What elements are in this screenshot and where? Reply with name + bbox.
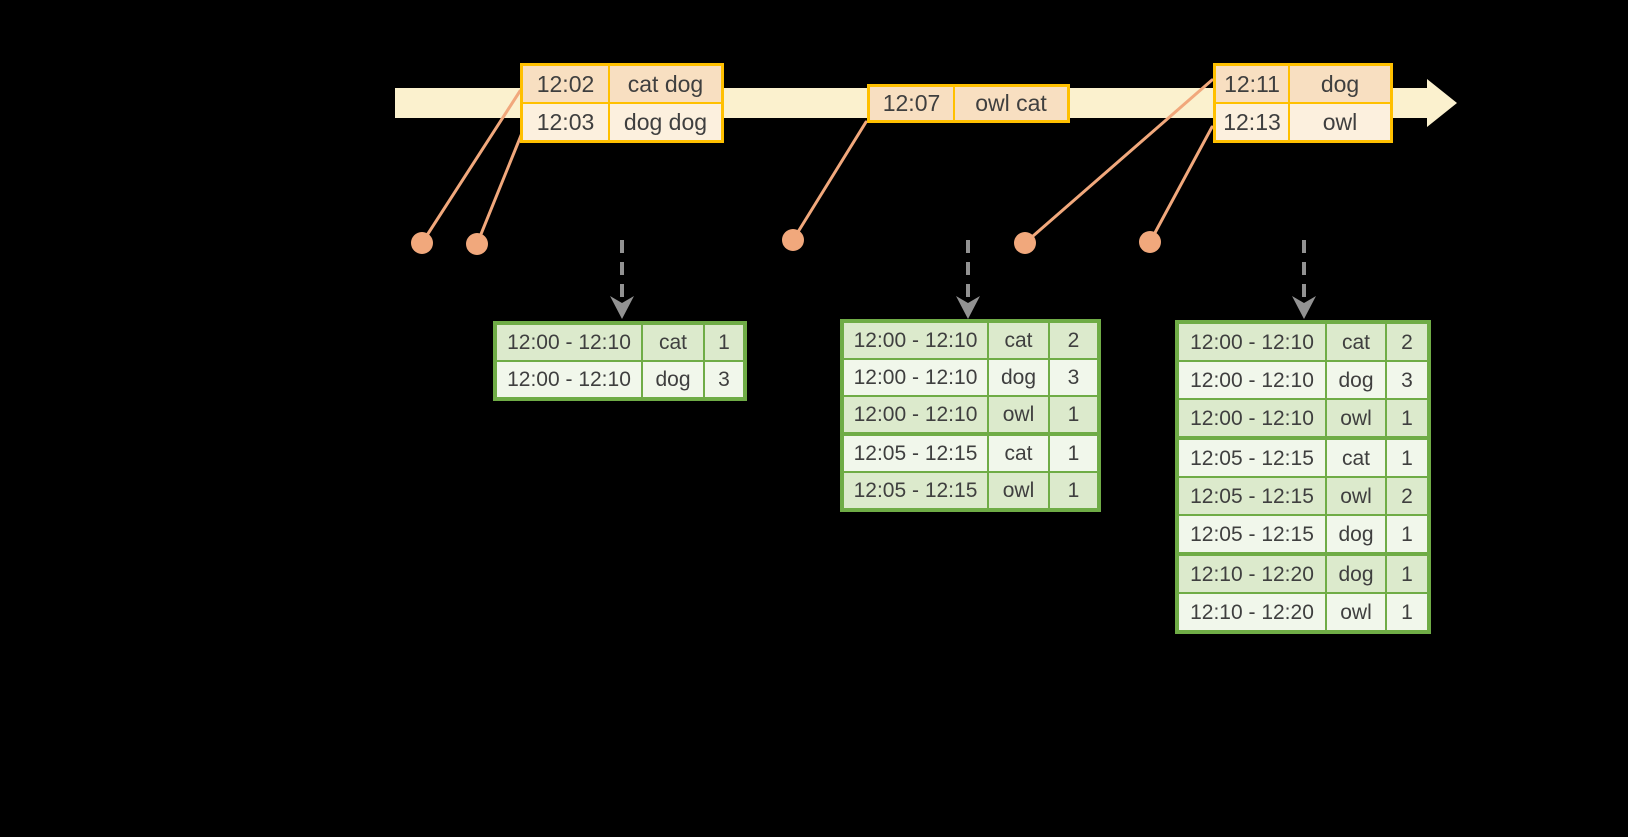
window-cell: 12:05 - 12:15 <box>1179 516 1325 552</box>
event-words-cell: dog <box>1290 66 1390 102</box>
word-cell: dog <box>1327 516 1385 552</box>
result-row: 12:00 - 12:10 owl 1 <box>844 397 1097 432</box>
count-cell: 2 <box>1387 324 1427 360</box>
event-table-2: 12:07 owl cat <box>867 84 1070 123</box>
window-cell: 12:05 - 12:15 <box>1179 478 1325 514</box>
event-connector-line <box>791 120 868 242</box>
trigger-arrowhead-icon <box>1292 296 1316 319</box>
word-cell: dog <box>643 362 703 397</box>
event-words-cell: owl cat <box>955 87 1067 120</box>
event-dot <box>782 229 804 251</box>
result-row: 12:00 - 12:10 dog 3 <box>844 360 1097 395</box>
word-cell: dog <box>989 360 1048 395</box>
window-cell: 12:00 - 12:10 <box>497 362 641 397</box>
count-cell: 1 <box>1050 473 1097 508</box>
window-cell: 12:05 - 12:15 <box>1179 440 1325 476</box>
result-row: 12:05 - 12:15 dog 1 <box>1179 516 1427 552</box>
result-row: 12:00 - 12:10 dog 3 <box>497 362 743 397</box>
window-cell: 12:00 - 12:10 <box>1179 362 1325 398</box>
result-row: 12:00 - 12:10 cat 1 <box>497 325 743 360</box>
word-cell: owl <box>989 397 1048 432</box>
count-cell: 1 <box>1050 397 1097 432</box>
word-cell: dog <box>1327 362 1385 398</box>
result-table-2: 12:00 - 12:10 cat 2 12:00 - 12:10 dog 3 … <box>840 319 1101 512</box>
result-row: 12:00 - 12:10 dog 3 <box>1179 362 1427 398</box>
word-cell: owl <box>1327 594 1385 630</box>
word-cell: dog <box>1327 556 1385 592</box>
word-cell: cat <box>989 436 1048 471</box>
event-time-cell: 12:13 <box>1216 104 1288 140</box>
event-time-cell: 12:07 <box>870 87 953 120</box>
event-table-3: 12:11 dog 12:13 owl <box>1213 63 1393 143</box>
window-cell: 12:05 - 12:15 <box>844 473 987 508</box>
window-cell: 12:10 - 12:20 <box>1179 594 1325 630</box>
event-connector-line <box>420 89 522 245</box>
count-cell: 3 <box>705 362 743 397</box>
event-time-cell: 12:11 <box>1216 66 1288 102</box>
result-row: 12:05 - 12:15 owl 2 <box>1179 478 1427 514</box>
result-row: 12:10 - 12:20 owl 1 <box>1179 594 1427 630</box>
event-words-cell: dog dog <box>610 104 721 140</box>
count-cell: 1 <box>1387 556 1427 592</box>
word-cell: owl <box>1327 400 1385 436</box>
window-cell: 12:00 - 12:10 <box>497 325 641 360</box>
word-cell: cat <box>643 325 703 360</box>
word-cell: owl <box>1327 478 1385 514</box>
word-cell: cat <box>1327 440 1385 476</box>
window-cell: 12:00 - 12:10 <box>844 323 987 358</box>
event-dot <box>1014 232 1036 254</box>
count-cell: 2 <box>1387 478 1427 514</box>
result-row: 12:00 - 12:10 cat 2 <box>1179 324 1427 360</box>
result-row: 12:05 - 12:15 owl 1 <box>844 473 1097 508</box>
event-dot <box>1139 231 1161 253</box>
word-cell: owl <box>989 473 1048 508</box>
count-cell: 1 <box>1387 400 1427 436</box>
event-time-cell: 12:02 <box>523 66 608 102</box>
event-table-1: 12:02 cat dog 12:03 dog dog <box>520 63 724 143</box>
count-cell: 2 <box>1050 323 1097 358</box>
event-words-cell: owl <box>1290 104 1390 140</box>
window-cell: 12:00 - 12:10 <box>844 360 987 395</box>
result-table-1: 12:00 - 12:10 cat 1 12:00 - 12:10 dog 3 <box>493 321 747 401</box>
event-time-cell: 12:03 <box>523 104 608 140</box>
event-connector-lines <box>420 78 1214 246</box>
count-cell: 1 <box>1387 440 1427 476</box>
event-words-cell: cat dog <box>610 66 721 102</box>
window-cell: 12:00 - 12:10 <box>844 397 987 432</box>
count-cell: 3 <box>1387 362 1427 398</box>
word-cell: cat <box>1327 324 1385 360</box>
event-connector-line <box>1148 125 1214 244</box>
word-cell: cat <box>989 323 1048 358</box>
event-dot <box>411 232 433 254</box>
count-cell: 1 <box>1050 436 1097 471</box>
window-cell: 12:05 - 12:15 <box>844 436 987 471</box>
result-table-3: 12:00 - 12:10 cat 2 12:00 - 12:10 dog 3 … <box>1175 320 1431 634</box>
trigger-arrowhead-icon <box>610 296 634 319</box>
timeline-arrowhead-icon <box>1427 79 1457 127</box>
result-row: 12:10 - 12:20 dog 1 <box>1179 556 1427 592</box>
count-cell: 1 <box>1387 516 1427 552</box>
window-cell: 12:00 - 12:10 <box>1179 324 1325 360</box>
result-row: 12:05 - 12:15 cat 1 <box>844 436 1097 471</box>
event-dots <box>411 229 1161 255</box>
event-connector-line <box>475 131 524 246</box>
result-row: 12:00 - 12:10 cat 2 <box>844 323 1097 358</box>
trigger-arrowhead-icon <box>956 296 980 319</box>
window-cell: 12:00 - 12:10 <box>1179 400 1325 436</box>
window-cell: 12:10 - 12:20 <box>1179 556 1325 592</box>
trigger-arrows <box>610 240 1316 319</box>
event-connector-line <box>1023 78 1214 245</box>
count-cell: 1 <box>1387 594 1427 630</box>
count-cell: 1 <box>705 325 743 360</box>
event-dot <box>466 233 488 255</box>
result-row: 12:05 - 12:15 cat 1 <box>1179 440 1427 476</box>
result-row: 12:00 - 12:10 owl 1 <box>1179 400 1427 436</box>
count-cell: 3 <box>1050 360 1097 395</box>
